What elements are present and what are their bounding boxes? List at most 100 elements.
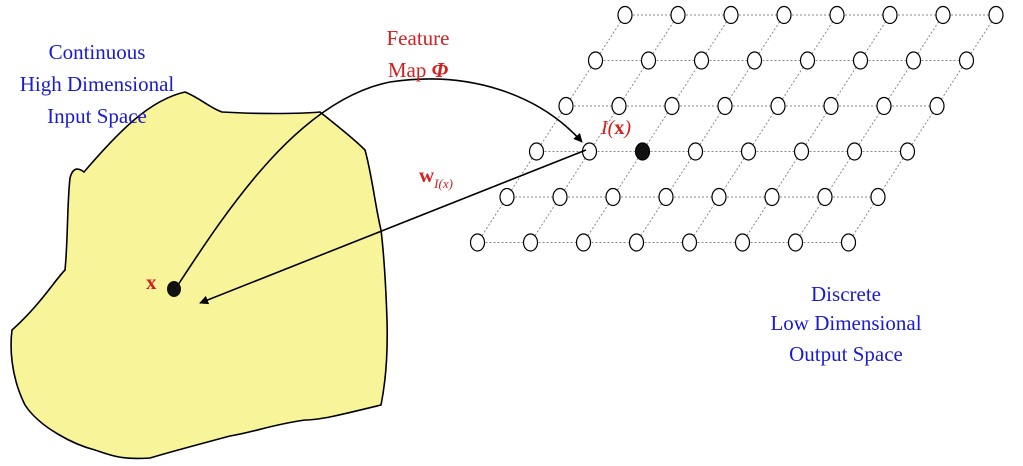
lattice-edge-vertical (724, 60, 755, 107)
input-space-line3: Input Space (47, 104, 147, 128)
winner-label: I(x) (600, 117, 631, 139)
phi-symbol: Φ (432, 58, 449, 82)
lattice-node (876, 96, 892, 116)
lattice-node (528, 142, 545, 161)
lattice-edge-vertical (877, 151, 908, 198)
lattice-node (793, 142, 810, 161)
input-space-region (10, 91, 388, 460)
lattice-node (552, 187, 568, 207)
lattice-node (817, 187, 833, 207)
lattice-node (522, 233, 539, 252)
lattice-edge-vertical (583, 196, 614, 243)
lattice-edge-vertical (771, 151, 802, 198)
lattice-node (988, 5, 1004, 25)
lattice-edge-vertical (665, 151, 696, 198)
lattice-node (723, 5, 739, 25)
lattice-edge-vertical (907, 105, 938, 152)
lattice-node (617, 5, 633, 25)
feature-map-caption: Feature Map Φ (387, 26, 450, 82)
lattice-edge-vertical (966, 14, 997, 61)
output-lattice (469, 5, 1004, 252)
lattice-node (799, 51, 816, 70)
lattice-edge-vertical (530, 196, 561, 243)
lattice-edge-vertical (701, 14, 732, 61)
lattice-node (929, 96, 945, 116)
lattice-node (581, 142, 598, 161)
lattice-edge-vertical (807, 14, 838, 61)
lattice-edge-vertical (642, 105, 673, 152)
input-point-x (167, 281, 181, 297)
lattice-node (499, 187, 515, 207)
lattice-edge-vertical (695, 105, 726, 152)
lattice-edge-vertical (506, 151, 537, 198)
lattice-node (693, 51, 710, 70)
feature-map-arrow (175, 78, 583, 289)
lattice-node (687, 142, 704, 161)
feature-map-line2: Map Φ (388, 58, 449, 82)
lattice-node (664, 96, 680, 116)
lattice-node (558, 96, 574, 116)
lattice-node (829, 5, 845, 25)
lattice-node (852, 51, 869, 70)
lattice-node (840, 233, 857, 252)
lattice-edge-vertical (689, 196, 720, 243)
lattice-edge-vertical (612, 151, 643, 198)
lattice-node (746, 51, 763, 70)
lattice-edge-vertical (777, 60, 808, 107)
output-space-line2: Low Dimensional (770, 311, 921, 335)
lattice-node (958, 51, 975, 70)
input-point-label: x (146, 270, 157, 294)
lattice-edge-vertical (854, 105, 885, 152)
lattice-edge-vertical (618, 60, 649, 107)
lattice-node (935, 5, 951, 25)
lattice-edge-vertical (477, 196, 508, 243)
lattice-edge-vertical (589, 105, 620, 152)
lattice-edge-vertical (536, 105, 567, 152)
lattice-node (469, 233, 486, 252)
lattice-edge-vertical (754, 14, 785, 61)
weight-label: wI(x) (419, 163, 453, 191)
lattice-node (711, 187, 727, 207)
input-space-line2: High Dimensional (20, 72, 175, 96)
lattice-node (823, 96, 839, 116)
feature-map-line1: Feature (387, 26, 450, 50)
winner-arg: x (614, 117, 624, 139)
lattice-node (670, 5, 686, 25)
lattice-node (681, 233, 698, 252)
lattice-node (717, 96, 733, 116)
lattice-node (640, 51, 657, 70)
output-space-line1: Discrete (811, 282, 881, 306)
input-space-line1: Continuous (49, 40, 146, 64)
feature-map-text: Map (388, 58, 432, 82)
lattice-node (776, 5, 792, 25)
lattice-node (905, 51, 922, 70)
lattice-node (764, 187, 780, 207)
winner-func: I( (600, 117, 616, 139)
lattice-edge-vertical (883, 60, 914, 107)
lattice-node (846, 142, 863, 161)
output-space-line3: Output Space (789, 342, 903, 366)
lattice-edge-vertical (824, 151, 855, 198)
lattice-edge-vertical (748, 105, 779, 152)
lattice-node (899, 142, 916, 161)
lattice-edge-vertical (860, 14, 891, 61)
lattice-node (882, 5, 898, 25)
winner-close: ) (623, 117, 631, 139)
input-space-caption: Continuous High Dimensional Input Space (20, 40, 175, 128)
lattice-edge-vertical (565, 60, 596, 107)
lattice-node (611, 96, 627, 116)
lattice-node (870, 187, 886, 207)
lattice-edge-vertical (671, 60, 702, 107)
lattice-edge-vertical (936, 60, 967, 107)
lattice-edge-vertical (559, 151, 590, 198)
lattice-edge-vertical (742, 196, 773, 243)
lattice-edge-vertical (795, 196, 826, 243)
lattice-node (605, 187, 621, 207)
lattice-edge-vertical (636, 196, 667, 243)
lattice-edge-vertical (595, 14, 626, 61)
lattice-node (770, 96, 786, 116)
lattice-node (787, 233, 804, 252)
weight-vector-arrow (199, 149, 587, 305)
